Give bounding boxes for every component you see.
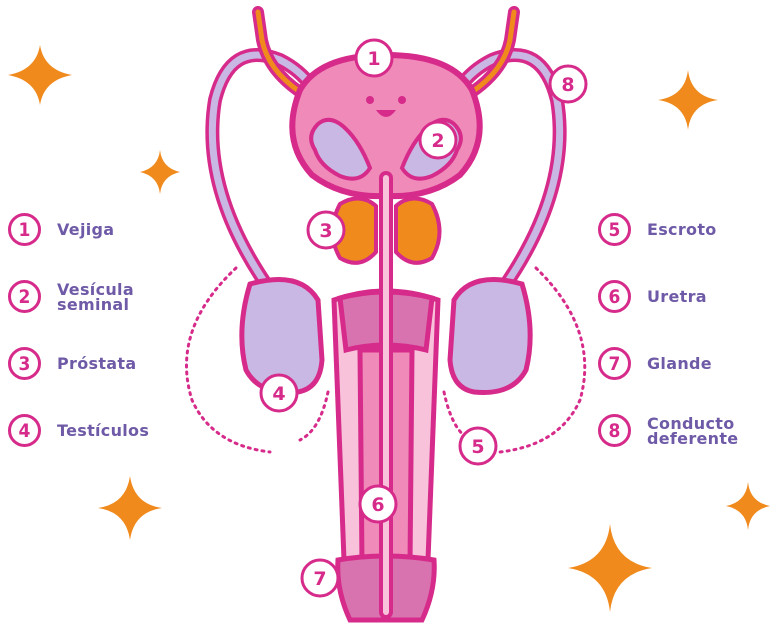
- legend-left: 1 Vejiga 2 Vesícula seminal 3 Próstata 4…: [8, 196, 149, 464]
- legend-item-testiculos: 4 Testículos: [8, 397, 149, 464]
- marker-5: 5: [460, 428, 496, 464]
- marker-4-label: 4: [272, 383, 285, 405]
- legend-item-glande: 7 Glande: [598, 330, 738, 397]
- star-icon: [8, 45, 72, 105]
- legend-item-conducto-deferente: 8 Conducto deferente: [598, 397, 738, 464]
- marker-7: 7: [302, 560, 338, 596]
- marker-1-label: 1: [367, 48, 380, 70]
- legend-item-prostata: 3 Próstata: [8, 330, 149, 397]
- legend-number: 1: [8, 213, 41, 246]
- legend-item-vejiga: 1 Vejiga: [8, 196, 149, 263]
- legend-number: 5: [598, 213, 631, 246]
- marker-3-label: 3: [319, 220, 332, 242]
- marker-6: 6: [360, 486, 396, 522]
- legend-number: 3: [8, 347, 41, 380]
- legend-item-vesicula-seminal: 2 Vesícula seminal: [8, 263, 149, 330]
- legend-number: 7: [598, 347, 631, 380]
- legend-number: 8: [598, 414, 631, 447]
- marker-2-label: 2: [431, 130, 444, 152]
- star-icon: [726, 482, 770, 530]
- legend-label: Vejiga: [57, 222, 114, 237]
- star-icon: [658, 70, 718, 130]
- marker-7-label: 7: [313, 568, 326, 590]
- marker-8-label: 8: [561, 74, 574, 96]
- legend-label: Uretra: [647, 289, 707, 304]
- legend-label: Próstata: [57, 356, 136, 371]
- legend-item-uretra: 6 Uretra: [598, 263, 738, 330]
- marker-6-label: 6: [371, 494, 384, 516]
- legend-label: Glande: [647, 356, 712, 371]
- marker-4: 4: [261, 375, 297, 411]
- legend-item-escroto: 5 Escroto: [598, 196, 738, 263]
- marker-5-label: 5: [471, 436, 484, 458]
- marker-2: 2: [420, 122, 456, 158]
- legend-label: Escroto: [647, 222, 717, 237]
- legend-label: Conducto deferente: [647, 416, 738, 446]
- marker-3: 3: [308, 212, 344, 248]
- legend-label: Vesícula seminal: [57, 282, 134, 312]
- legend-number: 6: [598, 280, 631, 313]
- star-icon: [98, 476, 162, 540]
- marker-8: 8: [550, 66, 586, 102]
- legend-label: Testículos: [57, 423, 149, 438]
- legend-right: 5 Escroto 6 Uretra 7 Glande 8 Conducto d…: [598, 196, 738, 464]
- star-icon: [140, 150, 180, 194]
- legend-number: 4: [8, 414, 41, 447]
- marker-1: 1: [356, 40, 392, 76]
- legend-number: 2: [8, 280, 41, 313]
- star-icon: [568, 524, 652, 612]
